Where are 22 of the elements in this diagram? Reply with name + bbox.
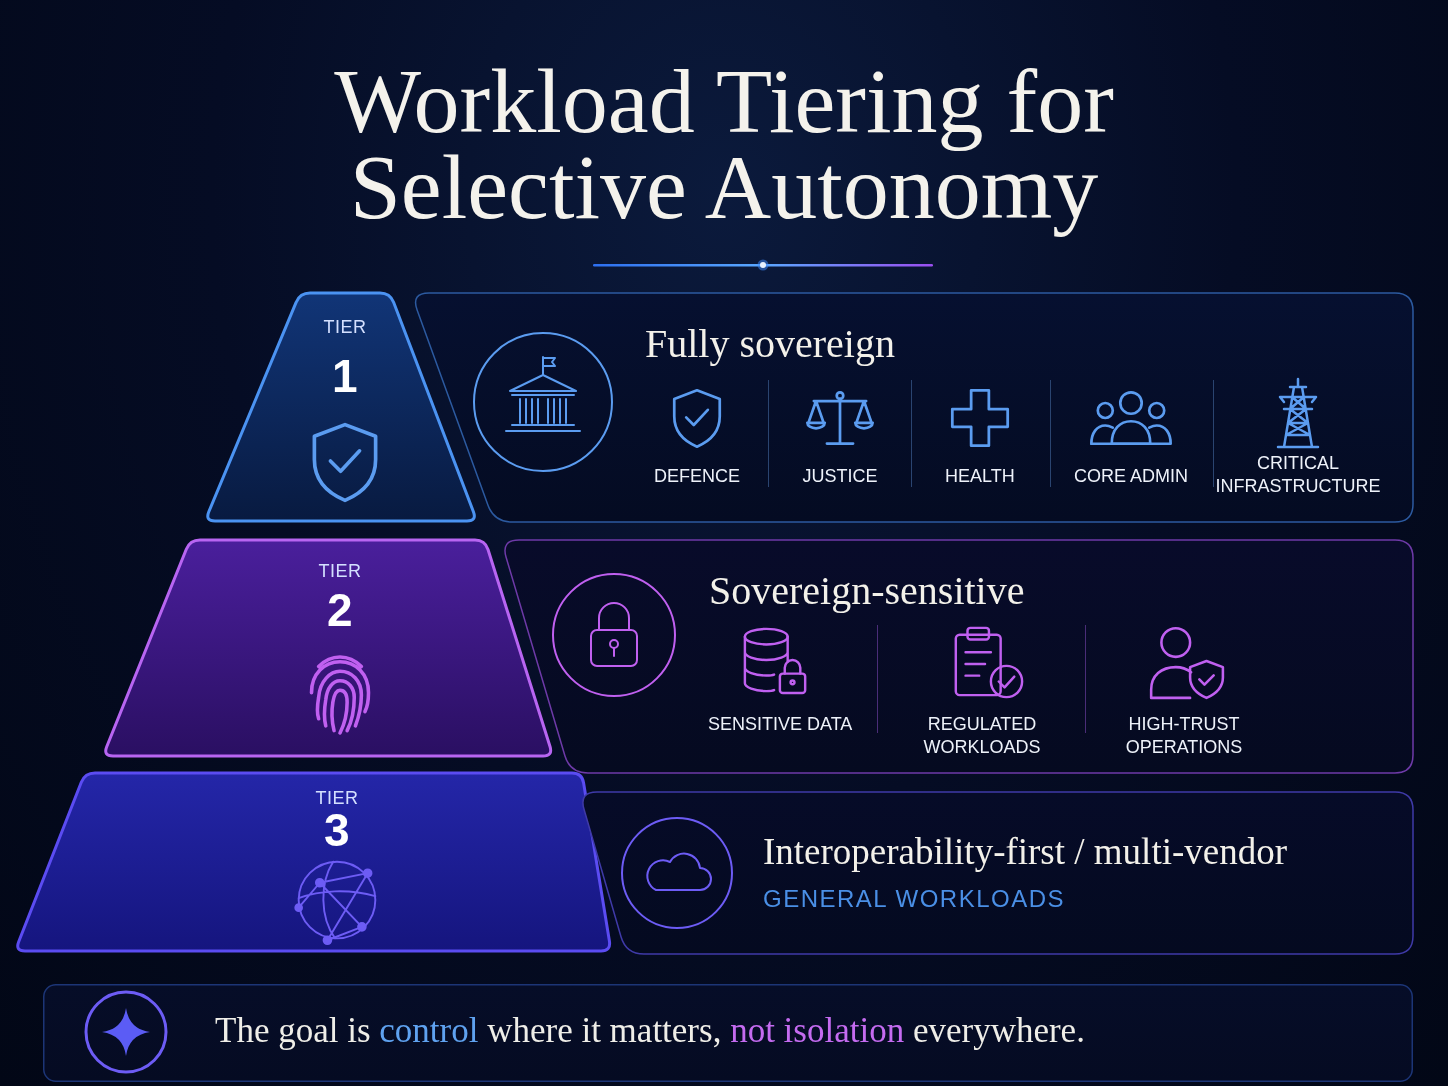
tier-trapezoid [203,291,479,523]
tier-number: 1 [332,350,358,403]
category-label: CORE ADMIN [1074,465,1188,488]
statement-text: The goal is control where it matters, not isolation everywhere. [215,1011,1085,1052]
category-label: SENSITIVE DATA [708,713,853,736]
tier-trapezoid [13,771,613,953]
tier-label: TIER [318,561,362,582]
tier-number: 2 [327,584,353,637]
category-label: HEALTH [945,465,1015,488]
category-label: HIGH-TRUST OPERATIONS [1125,713,1243,760]
category-label: CRITICAL INFRASTRUCTURE [1215,452,1381,499]
category-label: JUSTICE [802,465,878,488]
category-label: GENERAL WORKLOADS [763,885,1065,913]
title: Workload Tiering for Selective Autonomy [333,50,1115,240]
banner-panel [43,984,1413,1082]
tier-label: TIER [323,317,367,338]
tier-heading: Interoperability-first / multi-vendor [763,831,1288,874]
category-label: DEFENCE [654,465,740,488]
tier-heading: Sovereign-sensitive [709,568,1025,614]
tier-trapezoid [101,538,555,758]
category-label: REGULATED WORKLOADS [922,713,1042,760]
tier-heading: Fully sovereign [645,321,895,367]
